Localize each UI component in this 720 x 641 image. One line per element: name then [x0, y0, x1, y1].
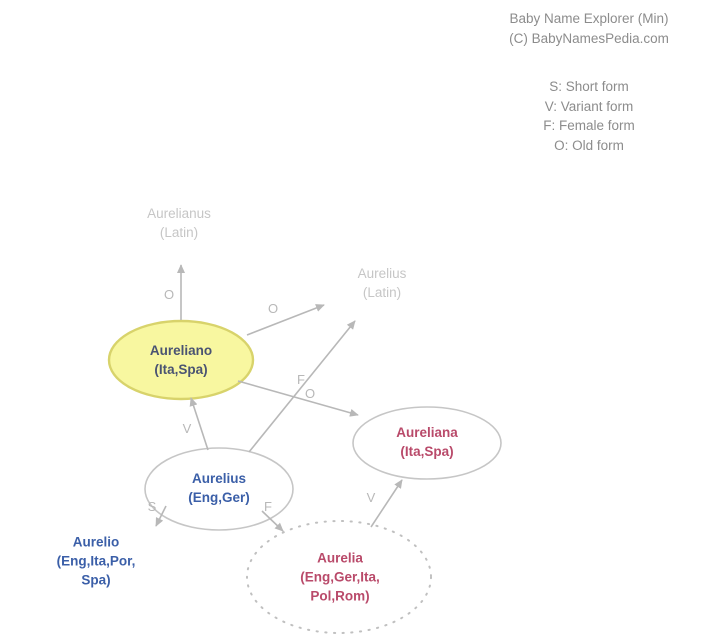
node-aurelianus[interactable]: Aurelianus (Latin) [147, 204, 211, 242]
node-name: Aurelio [72, 534, 120, 550]
node-languages: (Eng,Ger) [188, 490, 250, 505]
node-languages: (Latin) [159, 225, 199, 240]
app-title: Baby Name Explorer (Min) [509, 11, 669, 26]
edge-aureliano-to-aurelius-latin [246, 304, 325, 336]
node-languages: (Ita,Spa) [154, 362, 208, 377]
edge-label-variant-form-1: V [183, 421, 192, 436]
node-name: Aurelianus [147, 206, 211, 221]
node-ellipse-aurelia[interactable] [246, 520, 432, 634]
node-aurelia[interactable]: Aurelia (Eng,Ger,Ita, Pol,Rom) [300, 549, 380, 606]
legend: S: Short form V: Variant form F: Female … [458, 77, 720, 155]
node-aurelio[interactable]: Aurelio (Eng,Ita,Por, Spa) [57, 533, 136, 590]
node-aureliana[interactable]: Aureliana (Ita,Spa) [396, 423, 458, 461]
node-aurelius-latin[interactable]: Aurelius (Latin) [358, 264, 407, 302]
node-name: Aureliana [396, 425, 458, 440]
node-ellipse-aurelius-eng[interactable] [144, 447, 294, 531]
edge-aurelius-eng-to-aureliano [189, 397, 209, 451]
node-languages: Spa) [81, 572, 111, 588]
legend-female-form: F: Female form [543, 118, 635, 133]
edge-aurelius-eng-to-aurelia [261, 510, 284, 532]
edge-aurelia-to-aureliana [370, 479, 403, 528]
legend-short-form: S: Short form [549, 79, 629, 94]
edge-aurelius-eng-to-aurelio [155, 505, 167, 527]
node-ellipse-aureliana[interactable] [352, 406, 502, 480]
node-aurelius-eng[interactable]: Aurelius (Eng,Ger) [188, 469, 250, 507]
node-ellipse-aureliano[interactable] [107, 319, 255, 401]
legend-old-form: O: Old form [554, 137, 624, 153]
edge-label-old-form-2: O [268, 301, 278, 316]
edge-label-variant-form-2: V [367, 490, 376, 505]
node-aureliano[interactable]: Aureliano (Ita,Spa) [150, 341, 212, 379]
edge-label-female-form-1: F [297, 372, 305, 387]
app-copyright: (C) BabyNamesPedia.com [509, 31, 669, 46]
edge-label-short-form: S [148, 499, 157, 514]
node-name: Aurelius [191, 471, 247, 486]
edge-aureliano-to-aureliana [237, 380, 359, 417]
edge-label-old-form-3: O [305, 386, 315, 401]
node-languages: (Eng,Ger,Ita, [300, 569, 380, 585]
node-name: Aureliano [149, 343, 213, 358]
node-name: Aurelia [317, 550, 363, 566]
node-languages: Pol,Rom) [310, 588, 370, 604]
edge-aurelius-eng-to-aurelius-latin [248, 320, 356, 453]
app-header: Baby Name Explorer (Min) (C) BabyNamesPe… [458, 9, 720, 155]
legend-variant-form: V: Variant form [544, 98, 634, 114]
edge-label-female-form-2: F [264, 499, 272, 514]
node-languages: (Eng,Ita,Por, [56, 553, 136, 569]
node-languages: (Latin) [362, 285, 402, 300]
node-name: Aurelius [357, 266, 407, 281]
edge-label-old-form-1: O [164, 287, 174, 302]
node-languages: (Ita,Spa) [400, 444, 454, 459]
